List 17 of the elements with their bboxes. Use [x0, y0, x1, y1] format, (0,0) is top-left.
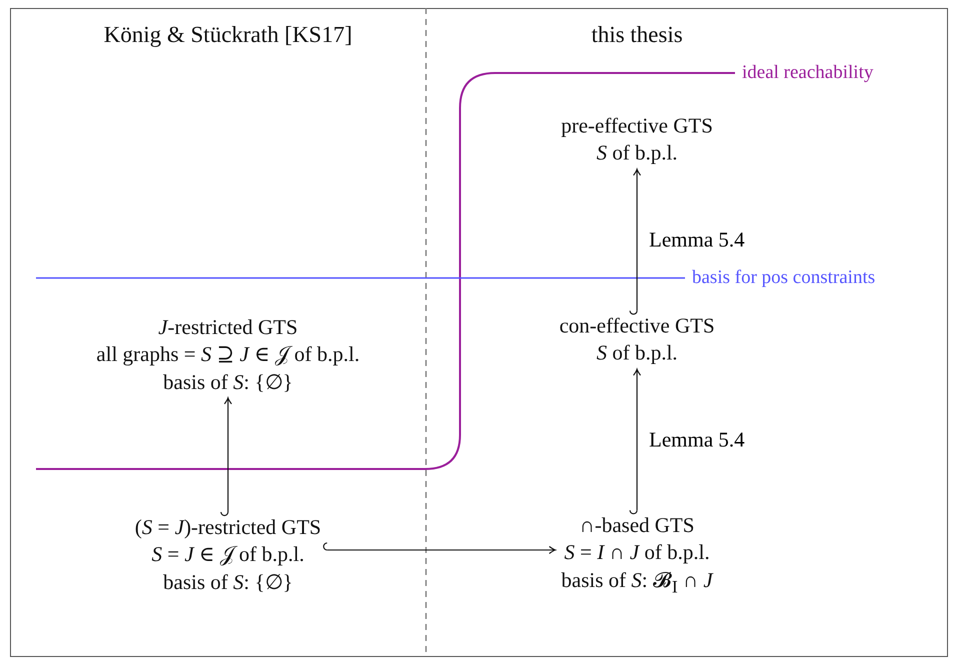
node-text: S = J ∈ 𝒥 of b.p.l.	[150, 541, 306, 568]
node-title: J-restricted GTS	[157, 314, 299, 342]
node-text: basis of S: {∅}	[162, 568, 294, 596]
node-text: S of b.p.l.	[595, 140, 679, 167]
column-heading: König & Stückrath [KS17]	[104, 22, 352, 48]
line-label: basis for pos constraints	[692, 267, 876, 289]
node-text: S of b.p.l.	[595, 340, 679, 367]
node-title: ∩-based GTS	[578, 512, 696, 540]
line-label: ideal reachability	[742, 62, 874, 84]
node-title: pre-effective GTS	[561, 112, 713, 140]
column-heading: this thesis	[591, 22, 683, 48]
node-title: con-effective GTS	[559, 312, 715, 340]
node-title: (S = J)-restricted GTS	[134, 514, 322, 542]
node-text: basis of S: {∅}	[162, 368, 294, 396]
node-text: all graphs = S ⊇ J ∈ 𝒥 of b.p.l.	[96, 341, 360, 368]
node-text: basis of S: 𝓑$_{I}$ ∩ J	[561, 566, 713, 598]
node-text: S = I ∩ J of b.p.l.	[563, 540, 711, 567]
